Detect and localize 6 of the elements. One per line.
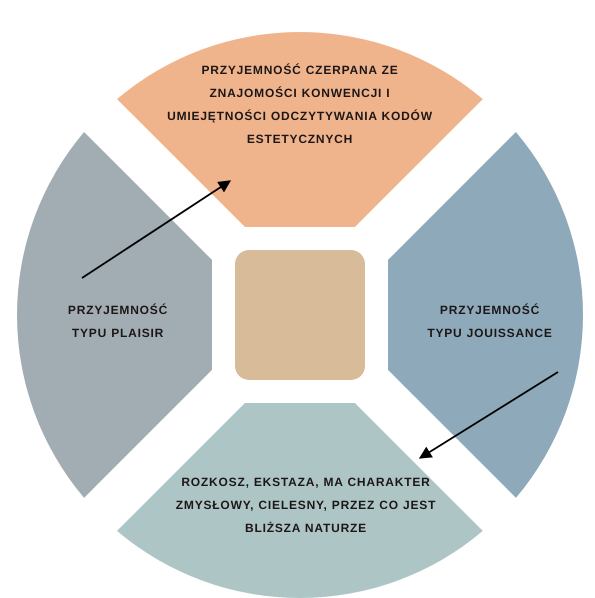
- arrow: [82, 180, 232, 279]
- segment-text: PRZYJEMNOŚĆ CZERPANA ZE ZNAJOMOŚCI KONWENCJI I UMIEJĘTNOŚCI ODCZYTYWANIA KODÓW ESTETYCZNYCH: [166, 62, 434, 148]
- segment-text: PRZYJEMNOŚĆ TYPU JOUISSANCE: [426, 302, 554, 342]
- arrow: [418, 371, 558, 459]
- segment-text: PRZYJEMNOŚĆ TYPU PLAISIR: [66, 302, 170, 342]
- segment-text: ROZKOSZ, EKSTAZA, MA CHARAKTER ZMYSŁOWY, CIELESNY, PRZEZ CO JEST BLIŻSZA NATURZE: [174, 474, 437, 536]
